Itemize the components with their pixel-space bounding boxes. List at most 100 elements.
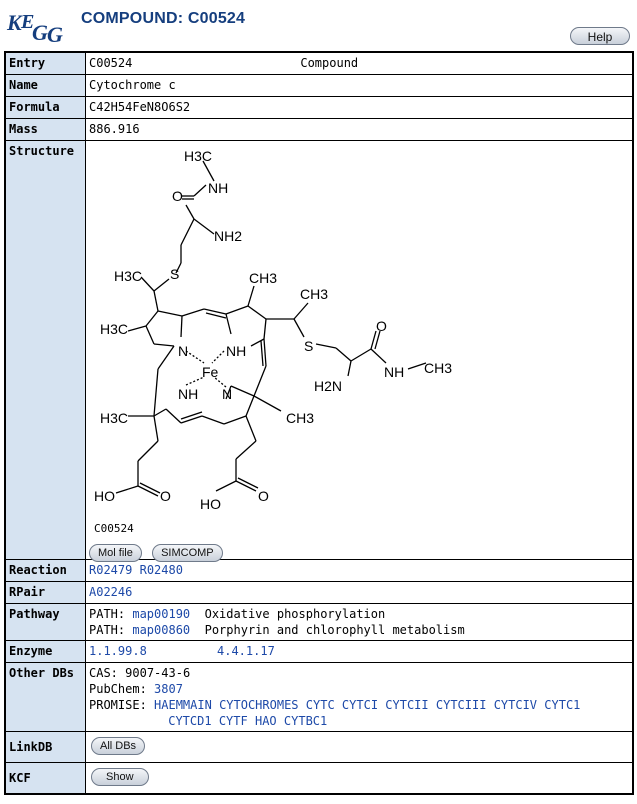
pathway-name: Porphyrin and chlorophyll metabolism [204,623,465,637]
atom-nh-right: NH [384,364,404,380]
promise-link[interactable]: CYTCIII [435,698,487,712]
pathway-map-link[interactable]: map00860 [132,623,191,637]
structure-label: Structure [4,140,86,560]
enzyme-link[interactable]: 4.4.1.17 [217,644,275,658]
entry-type: Compound [300,56,359,70]
atom-n-right: N [222,386,232,402]
atom-nh-top: NH [208,180,228,196]
mol-file-button[interactable]: Mol file [89,544,142,562]
mass-label: Mass [4,118,86,141]
entry-row: Entry C00524 Compound [4,51,634,75]
formula-value: C42H54FeN8O6S2 [85,96,634,119]
linkdb-value: All DBs [85,731,634,763]
atom-ho-left: HO [94,488,115,504]
other-dbs-label: Other DBs [4,662,86,732]
promise-link[interactable]: CYTCD1 [168,714,212,728]
name-label: Name [4,74,86,97]
name-value: Cytochrome c [85,74,634,97]
reaction-value: R02479 R02480 [85,559,634,582]
mass-value: 886.916 [85,118,634,141]
kegg-logo[interactable]: K E G G [6,6,68,46]
atom-s-left: S [170,266,179,282]
structure-panel: H3C NH O NH2 S H3C CH3 CH3 H3C N NH Fe N… [86,141,466,562]
formula-row: Formula C42H54FeN8O6S2 [4,96,634,119]
atom-h3c-ethyl-left: H3C [114,268,142,284]
compound-table: Entry C00524 Compound Name Cytochrome c F… [4,51,634,795]
atom-o-left-acid: O [160,488,171,504]
atom-fe: Fe [202,364,219,380]
entry-id: C00524 [89,56,133,70]
pathway-value: PATH: map00190 Oxidative phosphorylation… [85,603,634,641]
kcf-show-button[interactable]: Show [91,768,149,786]
promise-link[interactable]: HAEMMAIN [154,698,212,712]
atom-h3c-ring-left: H3C [100,321,128,337]
reaction-label: Reaction [4,559,86,582]
atom-ho-right: HO [200,496,221,512]
other-dbs-value: CAS: 9007-43-6 PubChem: 3807 PROMISE: HA… [85,662,634,732]
promise-link[interactable]: CYTCI [341,698,379,712]
enzyme-label: Enzyme [4,640,86,663]
reaction-row: Reaction R02479 R02480 [4,559,634,582]
rpair-row: RPair A02246 [4,581,634,604]
promise-link[interactable]: CYTF [218,714,248,728]
atom-nh-ring-top: NH [226,343,246,359]
structure-image[interactable]: H3C NH O NH2 S H3C CH3 CH3 H3C N NH Fe N… [86,141,466,521]
atom-ch3-top-right: CH3 [249,270,277,286]
simcomp-button[interactable]: SIMCOMP [152,544,223,562]
atom-o-right-acid: O [258,488,269,504]
promise-link[interactable]: CYTCII [385,698,429,712]
pubchem-line: PubChem: 3807 [89,681,629,697]
rpair-value: A02246 [85,581,634,604]
svg-text:G: G [47,22,63,46]
promise-link[interactable]: CYTCIV [493,698,538,712]
pathway-prefix: PATH: [89,607,126,621]
help-button[interactable]: Help [570,27,630,45]
kcf-value: Show [85,762,634,795]
page-title: COMPOUND: C00524 [81,10,246,27]
other-dbs-row: Other DBs CAS: 9007-43-6 PubChem: 3807 P… [4,662,634,732]
mass-row: Mass 886.916 [4,118,634,141]
kcf-label: KCF [4,762,86,795]
formula-label: Formula [4,96,86,119]
pubchem-link[interactable]: 3807 [154,682,183,696]
page-header: K E G G COMPOUND: C00524 Help [0,0,637,50]
svg-text:G: G [32,20,48,45]
rpair-label: RPair [4,581,86,604]
pathway-row: Pathway PATH: map00190 Oxidative phospho… [4,603,634,641]
promise-link[interactable]: CYTC [305,698,335,712]
atom-ch3-ethyl-right: CH3 [300,286,328,302]
atom-h3c-top: H3C [184,148,212,164]
atom-nh-ring-bottom: NH [178,386,198,402]
promise-prefix: PROMISE: [89,698,147,712]
all-dbs-button[interactable]: All DBs [91,737,146,755]
cas-line: CAS: 9007-43-6 [89,665,629,681]
promise-link[interactable]: CYTBC1 [283,714,328,728]
entry-label: Entry [4,51,86,75]
pubchem-prefix: PubChem: [89,682,147,696]
name-row: Name Cytochrome c [4,74,634,97]
linkdb-row: LinkDB All DBs [4,731,634,763]
atom-h2n-right: H2N [314,378,342,394]
promise-link[interactable]: CYTC1 [544,698,581,712]
cas-prefix: CAS: [89,666,118,680]
promise-link[interactable]: CYTOCHROMES [219,698,299,712]
structure-compound-id: C00524 [94,522,134,535]
kcf-row: KCF Show [4,762,634,795]
promise-line-2: CYTCD1 CYTF HAO CYTBC1 [89,713,629,729]
rpair-link[interactable]: A02246 [89,585,133,599]
pathway-prefix: PATH: [89,623,126,637]
pathway-item: PATH: map00190 Oxidative phosphorylation [89,606,629,622]
atom-ch3-far-right: CH3 [424,360,452,376]
enzyme-link[interactable]: 1.1.99.8 [89,644,147,658]
enzyme-value: 1.1.99.8 4.4.1.17 [85,640,634,663]
atom-o-top: O [172,188,183,204]
enzyme-row: Enzyme 1.1.99.8 4.4.1.17 [4,640,634,663]
promise-line: PROMISE: HAEMMAIN CYTOCHROMES CYTC CYTCI… [89,697,629,713]
reaction-link[interactable]: R02480 [139,563,183,577]
promise-link[interactable]: HAO [254,714,277,728]
reaction-link[interactable]: R02479 [89,563,133,577]
pathway-label: Pathway [4,603,86,641]
linkdb-label: LinkDB [4,731,86,763]
structure-row: Structure [4,140,634,562]
pathway-map-link[interactable]: map00190 [132,607,191,621]
